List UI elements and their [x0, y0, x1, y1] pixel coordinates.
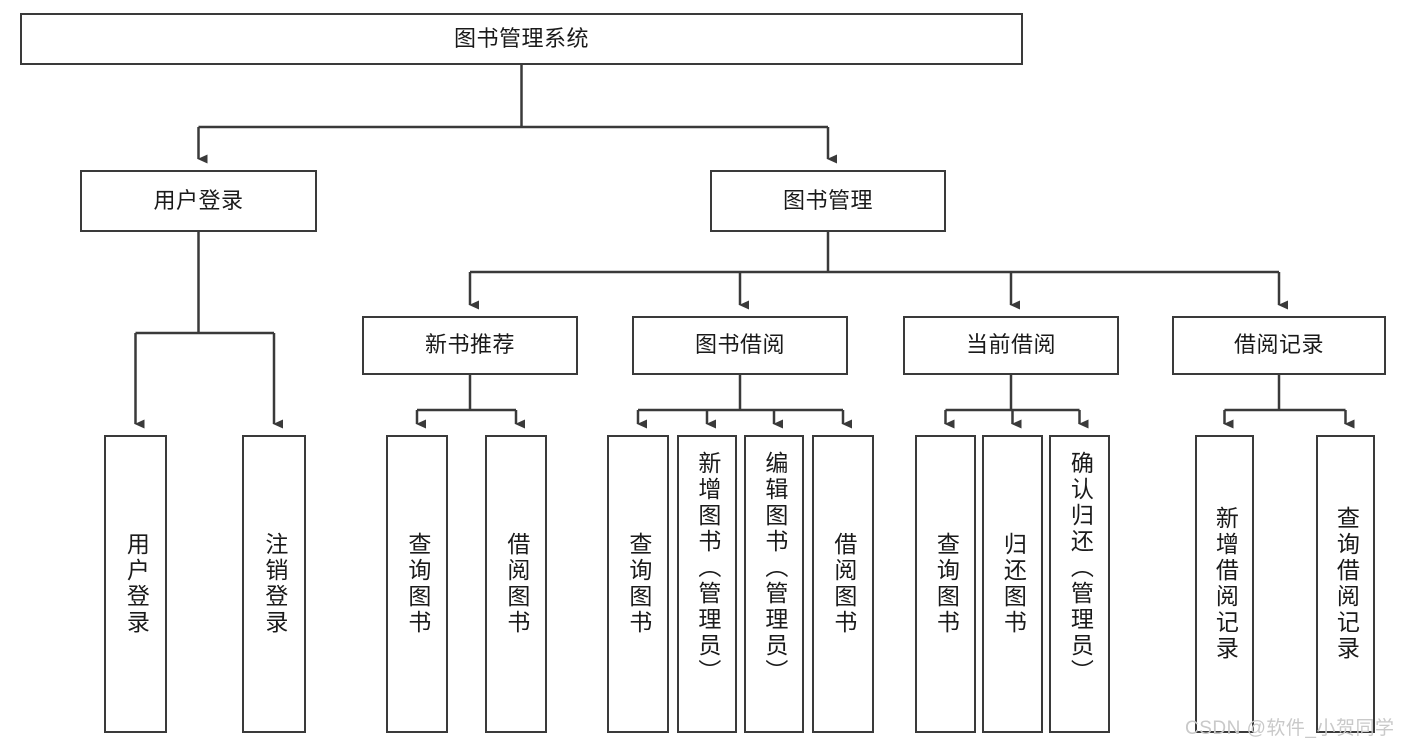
node-label: 归还图书: [1000, 532, 1027, 636]
node-new-book-rec[interactable]: 新书推荐: [362, 316, 578, 375]
node-label: 查询借阅记录: [1333, 506, 1360, 662]
node-label: 用户登录: [153, 187, 244, 213]
node-leaf-user-login[interactable]: 用户登录: [104, 435, 167, 733]
node-label: 查询图书: [933, 532, 960, 636]
node-leaf-query-3[interactable]: 查询图书: [915, 435, 976, 733]
node-current-borrow[interactable]: 当前借阅: [903, 316, 1119, 375]
node-label: 用户登录: [123, 532, 150, 636]
node-label: 当前借阅: [965, 332, 1056, 358]
node-label: 新增借阅记录: [1212, 506, 1239, 662]
node-label: 编辑图书（管理员）: [761, 451, 788, 685]
node-label: 查询图书: [625, 532, 652, 636]
node-leaf-return[interactable]: 归还图书: [982, 435, 1043, 733]
node-user-login[interactable]: 用户登录: [80, 170, 317, 232]
node-borrow-record[interactable]: 借阅记录: [1172, 316, 1386, 375]
node-leaf-query-2[interactable]: 查询图书: [607, 435, 669, 733]
node-label: 查询图书: [404, 532, 431, 636]
node-leaf-confirm[interactable]: 确认归还（管理员）: [1049, 435, 1110, 733]
node-leaf-query-rec[interactable]: 查询借阅记录: [1316, 435, 1375, 733]
node-label: 图书管理: [782, 187, 873, 213]
node-label: 确认归还（管理员）: [1067, 451, 1094, 685]
node-label: 新增图书（管理员）: [694, 451, 721, 685]
node-leaf-logout[interactable]: 注销登录: [242, 435, 306, 733]
node-leaf-query-1[interactable]: 查询图书: [386, 435, 448, 733]
node-label: 借阅图书: [830, 532, 857, 636]
node-leaf-borrow-2[interactable]: 借阅图书: [812, 435, 874, 733]
edges: [134, 65, 1355, 429]
node-book-manage[interactable]: 图书管理: [710, 170, 946, 232]
node-label: 图书管理系统: [453, 25, 589, 51]
node-label: 新书推荐: [424, 332, 515, 358]
node-label: 借阅记录: [1233, 332, 1324, 358]
node-root[interactable]: 图书管理系统: [20, 13, 1023, 65]
node-leaf-edit-book[interactable]: 编辑图书（管理员）: [744, 435, 804, 733]
node-label: 注销登录: [261, 532, 288, 636]
node-label: 借阅图书: [503, 532, 530, 636]
node-book-borrow[interactable]: 图书借阅: [632, 316, 848, 375]
node-label: 图书借阅: [694, 332, 785, 358]
node-leaf-add-book[interactable]: 新增图书（管理员）: [677, 435, 737, 733]
node-leaf-add-rec[interactable]: 新增借阅记录: [1195, 435, 1254, 733]
node-leaf-borrow-1[interactable]: 借阅图书: [485, 435, 547, 733]
